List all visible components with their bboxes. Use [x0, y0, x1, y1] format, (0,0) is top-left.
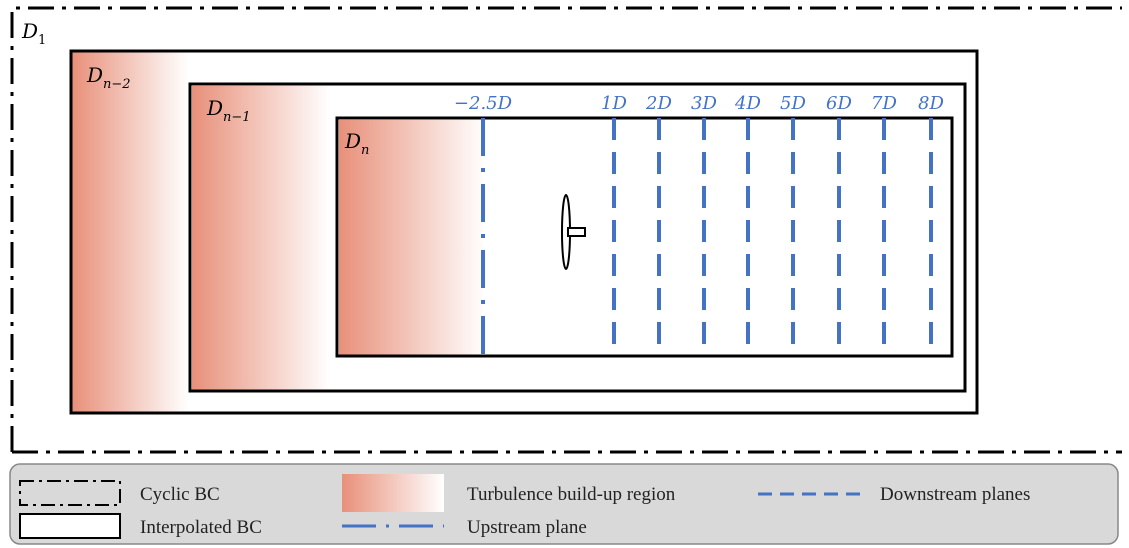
turbulence-legend-swatch	[342, 474, 444, 512]
domain-dn2-turbulence-region	[72, 52, 188, 412]
domain-dn-turbulence-region	[339, 120, 485, 355]
downstream-plane-label-2: 2D	[645, 93, 672, 114]
domain-dn2-label: Dn−2	[86, 63, 131, 92]
domain-dn1-turbulence-region	[192, 86, 330, 390]
downstream-plane-label-1: 1D	[601, 93, 627, 114]
domain-d1-label: D1	[21, 19, 46, 48]
downstream-plane-label-5: 5D	[780, 93, 806, 114]
interpolated-bc-legend-label: Interpolated BC	[140, 517, 262, 538]
downstream-plane-label-3: 3D	[691, 93, 717, 114]
domain-d1-boundary	[10, 6, 1122, 454]
domain-dn-label: Dn	[344, 129, 369, 158]
upstream-plane-legend-label: Upstream plane	[467, 517, 587, 538]
downstream-planes: 1D 2D 3D 4D 5D 6D 7D 8D	[601, 93, 945, 356]
domain-dn1-boundary	[188, 82, 967, 393]
downstream-plane-label-7: 7D	[871, 93, 897, 114]
downstream-plane-label-8: 8D	[918, 93, 944, 114]
upstream-plane-label: −2.5D	[454, 93, 513, 114]
legend-box	[9, 463, 1119, 545]
turbine-icon	[561, 194, 586, 270]
interpolated-bc-legend-swatch	[19, 513, 121, 539]
domain-dn-boundary	[335, 116, 954, 358]
domain-dn1-label: Dn−1	[206, 96, 251, 125]
turbulence-legend-label: Turbulence build-up region	[467, 484, 676, 505]
cyclic-bc-legend-swatch	[19, 480, 121, 506]
downstream-planes-legend-label: Downstream planes	[880, 484, 1030, 505]
domain-dn2-boundary	[69, 49, 979, 415]
downstream-plane-label-4: 4D	[734, 93, 761, 114]
downstream-plane-label-6: 6D	[826, 93, 852, 114]
cyclic-bc-legend-label: Cyclic BC	[140, 484, 220, 505]
